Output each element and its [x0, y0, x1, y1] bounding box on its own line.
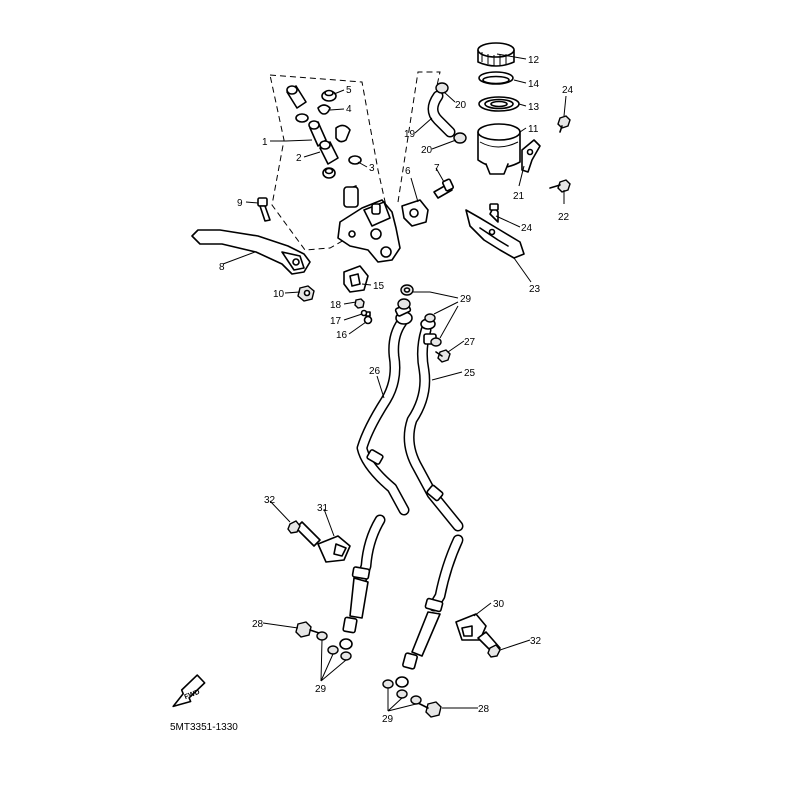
callout-15: 15	[373, 281, 385, 292]
callout-24-top: 24	[562, 85, 574, 96]
brake-switch	[343, 265, 369, 293]
callout-10: 10	[273, 289, 285, 300]
callout-4: 4	[346, 104, 352, 115]
hose-clip-bottom	[453, 132, 467, 144]
callout-28-right: 28	[478, 704, 490, 715]
circlip	[317, 104, 331, 115]
callout-20-top: 20	[455, 100, 467, 111]
brake-lever	[191, 229, 311, 275]
callout-19: 19	[404, 129, 416, 140]
callout-2: 2	[296, 153, 302, 164]
lever-pivot-bolt	[257, 197, 271, 222]
union-bolt-lower-left	[295, 621, 323, 638]
switch-nut	[354, 298, 365, 309]
piston-seal	[335, 124, 351, 143]
callout-29-left: 29	[315, 684, 327, 695]
callout-21: 21	[513, 191, 525, 202]
piston-washer	[295, 113, 309, 123]
callout-32-right: 32	[530, 636, 542, 647]
reservoir-hose-bracket	[465, 209, 525, 259]
dust-boot	[321, 89, 337, 102]
callout-25: 25	[464, 368, 476, 379]
callout-14: 14	[528, 79, 540, 90]
reservoir-cap	[477, 42, 515, 67]
callout-17: 17	[330, 316, 342, 327]
holder-bolt	[433, 178, 455, 199]
brake-hose-left	[356, 316, 410, 516]
callout-29-right: 29	[382, 714, 394, 725]
callout-7: 7	[434, 163, 440, 174]
union-bolt-lower-right	[415, 701, 442, 718]
callout-13: 13	[528, 102, 540, 113]
washers-top	[397, 284, 442, 347]
callout-26: 26	[369, 366, 381, 377]
reservoir-diaphragm	[478, 96, 520, 112]
callout-1: 1	[262, 137, 268, 148]
reservoir-bracket	[521, 139, 541, 173]
reservoir-tank	[477, 123, 521, 175]
callout-28-left: 28	[252, 619, 264, 630]
callout-27: 27	[464, 337, 476, 348]
reservoir-screw	[557, 115, 571, 133]
callout-9: 9	[237, 198, 243, 209]
clamp-bolt-right	[477, 631, 501, 658]
callout-32-left: 32	[264, 495, 276, 506]
callout-18: 18	[330, 300, 342, 311]
callout-20-bottom: 20	[421, 145, 433, 156]
bracket-screw	[549, 179, 571, 193]
callout-12: 12	[528, 55, 540, 66]
reservoir-hose	[427, 90, 456, 138]
leader-lines	[222, 53, 567, 712]
piston-cylinder-part	[286, 85, 307, 109]
callout-29-top: 29	[460, 294, 472, 305]
hose-clip-top	[435, 82, 449, 94]
forward-direction-arrow: FWD	[172, 674, 206, 708]
callout-23: 23	[529, 284, 541, 295]
callout-31: 31	[317, 503, 329, 514]
hose-clamp-right	[455, 613, 487, 641]
lower-hose-right	[395, 534, 464, 688]
piston-cup	[319, 140, 339, 165]
switch-washer	[360, 309, 368, 317]
callout-16: 16	[336, 330, 348, 341]
callout-22: 22	[558, 212, 570, 223]
callout-8: 8	[219, 262, 225, 273]
callout-30: 30	[493, 599, 505, 610]
piston-cup-lower	[322, 167, 336, 179]
callout-6: 6	[405, 166, 411, 177]
callout-24-bottom: 24	[521, 223, 533, 234]
callout-labels: 12 14 13 11 24 22 21 24 23 20 19 20 5 4 …	[219, 55, 574, 725]
switch-screw	[363, 311, 373, 325]
hose-clamp-left	[317, 535, 351, 563]
clamp-bolt-left	[287, 520, 321, 547]
brake-hose-right	[403, 324, 464, 532]
piston	[308, 120, 327, 147]
diagram-code: 5MT3351-1330	[170, 722, 238, 733]
master-cylinder-body	[337, 199, 401, 263]
reservoir-lower-screw	[489, 203, 499, 223]
callout-11: 11	[528, 124, 539, 135]
lever-nut	[297, 285, 315, 302]
reservoir-plate	[478, 71, 514, 85]
return-spring	[343, 185, 359, 208]
callout-3: 3	[369, 163, 375, 174]
master-cylinder-holder	[401, 199, 429, 227]
hose-kit-outline	[397, 71, 441, 203]
master-cylinder-piston-kit	[286, 85, 362, 208]
callout-5: 5	[346, 85, 352, 96]
lower-hose-left	[339, 514, 386, 650]
kit-outline	[269, 74, 389, 251]
union-bolt	[435, 349, 451, 363]
